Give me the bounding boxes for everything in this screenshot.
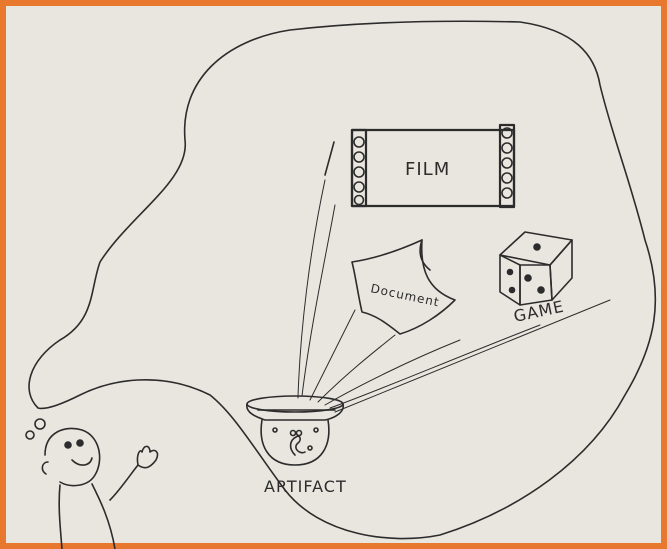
game-die-icon (500, 232, 572, 305)
projection-rays (298, 180, 610, 412)
thought-bubble-outline (29, 21, 655, 538)
thought-dot-large (35, 419, 45, 429)
film-label: FILM (405, 159, 450, 180)
thought-dot-small (26, 431, 34, 439)
document-label: Document (369, 281, 441, 309)
artifact-vessel-icon (247, 396, 343, 465)
person-figure (42, 428, 157, 549)
artifact-label: ARTIFACT (264, 477, 347, 496)
